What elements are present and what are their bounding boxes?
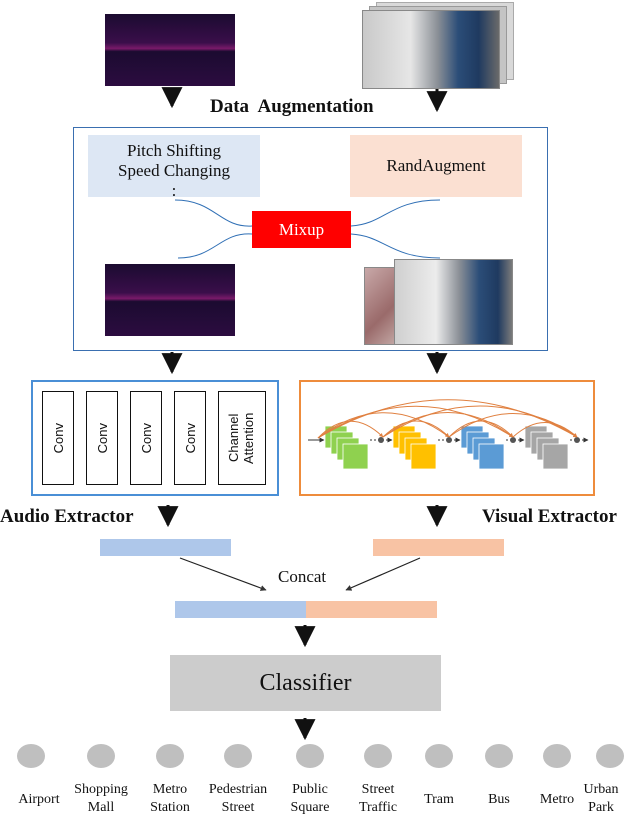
class-label-line: Pedestrian [208, 782, 268, 797]
class-dot [425, 744, 453, 768]
mixup-label: Mixup [278, 220, 325, 239]
concat-label: Concat [278, 567, 327, 586]
classifier-box: Classifier [170, 655, 441, 711]
conv-block-4: Conv [174, 391, 206, 485]
audio-feature-bar [100, 539, 231, 556]
class-dot [156, 744, 184, 768]
dense-connections [317, 399, 578, 439]
class-label-line: Metro [152, 782, 188, 797]
visual-extractor-label: Visual Extractor [482, 506, 617, 527]
audio-augment-line-3: : [171, 181, 177, 200]
class-dot [17, 744, 45, 768]
class-label: Airport [0, 791, 78, 809]
input-spectrogram [105, 14, 235, 86]
class-label-line: Mall [87, 800, 115, 815]
audio-extractor-frame [31, 380, 279, 496]
visual-feature-bar [373, 539, 504, 556]
class-dot [364, 744, 392, 768]
class-dot [87, 744, 115, 768]
class-label-line: Urban [583, 782, 619, 797]
class-label-line: Public [292, 782, 328, 797]
class-label-line: Street [221, 800, 255, 815]
visual-network [308, 399, 589, 470]
mixed-frame-stack [364, 259, 513, 345]
classifier-label: Classifier [259, 670, 352, 696]
class-label-line: Station [150, 800, 190, 815]
concat-visual-part [306, 601, 437, 618]
class-label-line: Street [361, 782, 395, 797]
bus-photo [362, 10, 500, 89]
class-label-line: Park [588, 800, 614, 815]
randaugment-box: RandAugment [350, 135, 522, 197]
class-label-line: Metro [539, 792, 575, 807]
audio-extractor-label: Audio Extractor [0, 506, 134, 527]
class-dot [485, 744, 513, 768]
data-augmentation-title: Data Augmentation [210, 96, 374, 117]
class-label-line: Traffic [358, 800, 398, 815]
randaugment-label: RandAugment [386, 156, 486, 175]
augmentation-frame [73, 127, 548, 351]
class-dot [596, 744, 624, 768]
class-label-line: Airport [18, 792, 60, 807]
class-label-line: Bus [488, 792, 510, 807]
concat-audio-part [175, 601, 306, 618]
conv-block-1: Conv [42, 391, 74, 485]
gray-block-stack [524, 425, 569, 470]
input-frame-stack [362, 2, 514, 89]
audio-augment-line-1: Pitch Shifting [127, 141, 221, 160]
conv-block-3: Conv [130, 391, 162, 485]
class-dot [543, 744, 571, 768]
audio-augment-line-2: Speed Changing [118, 161, 230, 180]
yellow-block-stack [392, 425, 437, 470]
class-label: Bus [460, 791, 538, 809]
conv-block-2: Conv [86, 391, 118, 485]
class-label: Tram [400, 791, 478, 809]
visual-extractor-frame [299, 380, 595, 496]
arrow-audio-to-concat [179, 557, 267, 591]
channel-attention-block: Channel Attention [218, 391, 266, 485]
arrow-visual-to-concat [345, 557, 421, 591]
blue-block-stack [460, 425, 505, 470]
class-dot [224, 744, 252, 768]
class-label-line: Square [290, 800, 330, 815]
mixup-box: Mixup [252, 211, 351, 248]
class-label-line: Shopping [74, 782, 128, 797]
flow-arrows [157, 87, 448, 741]
mixed-spectrogram [105, 264, 235, 336]
class-label-line: Tram [424, 792, 454, 807]
green-block-stack [324, 425, 369, 470]
mixup-curves [174, 199, 441, 259]
audio-augment-box: Pitch Shifting Speed Changing : [88, 135, 260, 200]
class-label: Metro [518, 791, 596, 809]
class-dot [296, 744, 324, 768]
